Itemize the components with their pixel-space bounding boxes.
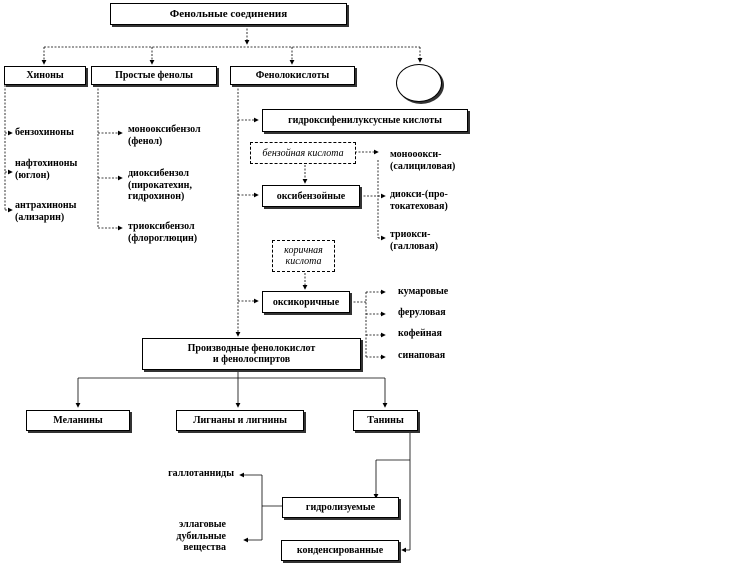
oxycinnamic-item-1: кумаровые xyxy=(398,286,449,297)
oxybenzoic-item-1: монооокси- (салициловая) xyxy=(390,149,456,172)
oxycinnamic-item-3: кофейная xyxy=(398,328,442,339)
hydroxyphenylacetic-acids-node: гидроксифенилуксусные кислоты xyxy=(262,109,468,132)
quinones-node: Хиноны xyxy=(4,66,86,85)
quinone-item-2: нафтохиноны (юглон) xyxy=(15,158,78,181)
oxybenzoic-item-3: триокси- (галловая) xyxy=(390,229,439,252)
ellagic-tannins-label: эллаговые дубильные вещества xyxy=(176,519,226,553)
oxybenzoic-item-2: диокси-(про- токатеховая) xyxy=(390,189,448,212)
simple-phenols-node: Простые фенолы xyxy=(91,66,217,85)
oxycinnamic-item-4: синаповая xyxy=(398,350,446,361)
gallotannins-label: галлотанниды xyxy=(168,468,234,479)
quinone-item-1: бензохиноны xyxy=(15,127,74,138)
quinone-item-3: антрахиноны (ализарин) xyxy=(15,200,77,223)
oxycinnamic-item-2: феруловая xyxy=(398,307,446,318)
oval-node xyxy=(396,64,442,102)
simple-phenol-item-3: триоксибензол (флороглюцин) xyxy=(128,221,198,244)
benzoic-acid-node: бензойная кислота xyxy=(250,142,356,164)
lignans-node: Лигнаны и лигнины xyxy=(176,410,304,431)
tannins-node: Танины xyxy=(353,410,418,431)
melanins-node: Меланины xyxy=(26,410,130,431)
derivatives-node: Производные фенолокислот и фенолоспиртов xyxy=(142,338,361,370)
simple-phenol-item-1: монооксибензол (фенол) xyxy=(128,124,201,147)
root-node: Фенольные соединения xyxy=(110,3,347,25)
simple-phenol-item-2: диоксибензол (пирокатехин, гидрохинон) xyxy=(128,168,192,202)
condensed-node: конденсированные xyxy=(281,540,399,561)
oxycinnamic-node: оксикоричные xyxy=(262,291,350,313)
hydrolysable-node: гидролизуемые xyxy=(282,497,399,518)
phenolic-acids-node: Фенолокислоты xyxy=(230,66,355,85)
oxybenzoic-node: оксибензойные xyxy=(262,185,360,207)
cinnamic-acid-node: коричная кислота xyxy=(272,240,335,272)
